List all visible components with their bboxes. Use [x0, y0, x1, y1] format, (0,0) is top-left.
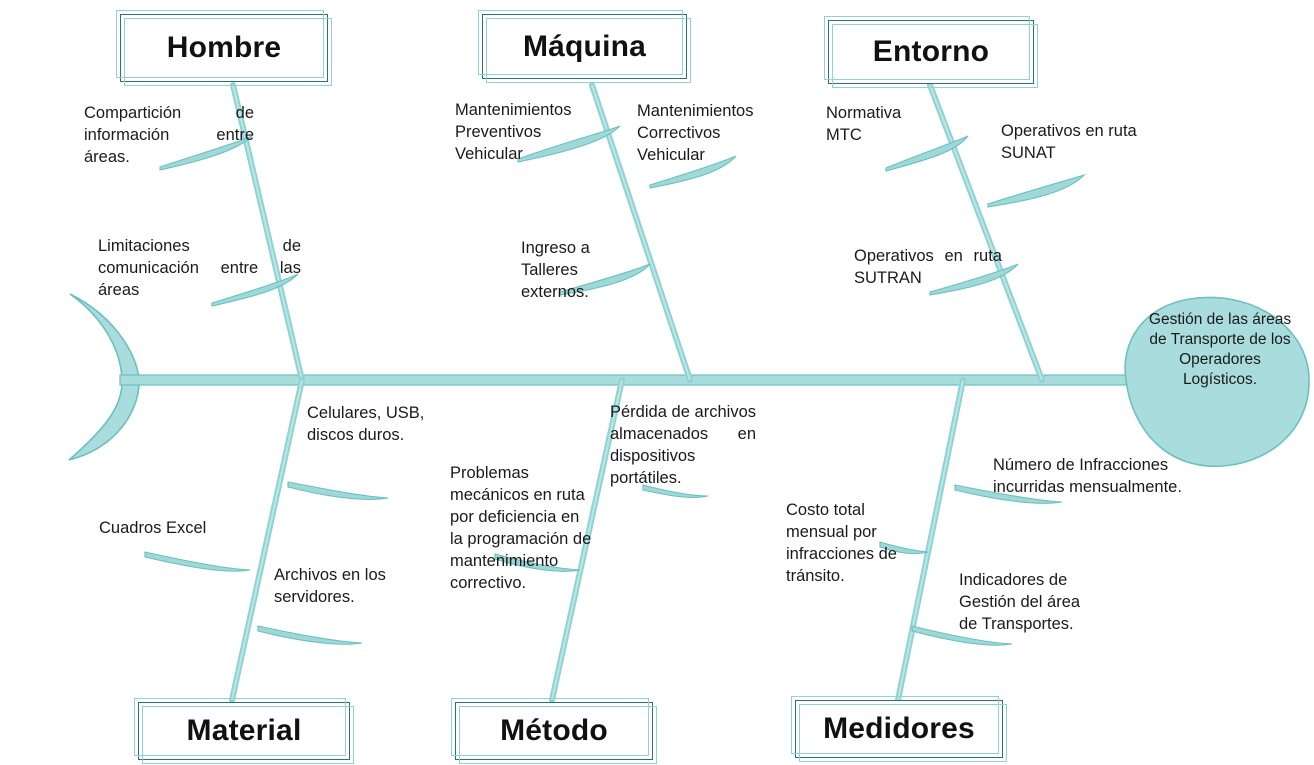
sub-bone-entorno-1 — [885, 135, 969, 172]
sub-bone-entorno-2 — [987, 173, 1086, 208]
sub-bone-medidores-1 — [954, 484, 1063, 504]
cause-label-entorno-3: Operativos en ruta SUTRAN — [854, 247, 1002, 287]
category-label-medidores: Medidores — [823, 712, 975, 745]
main-bone-hombre-highlight — [231, 84, 304, 381]
cause-label-material-2: Cuadros Excel — [99, 519, 207, 537]
sub-bone-hombre-1 — [159, 135, 253, 171]
category-label-maquina: Máquina — [522, 29, 647, 63]
category-box-medidores[interactable]: Medidores — [791, 696, 1007, 762]
category-box-hombre[interactable]: Hombre — [116, 10, 332, 86]
sub-bone-material-1 — [287, 481, 389, 500]
cause-label-entorno-1: Normativa MTC — [826, 104, 902, 144]
main-bone-medidores-highlight — [896, 379, 965, 701]
category-box-entorno[interactable]: Entorno — [824, 16, 1038, 88]
sub-bone-maquina-2 — [649, 155, 737, 189]
main-bone-entorno-highlight — [928, 84, 1044, 381]
cause-label-metodo-2: Problemas mecánicos en ruta por deficien… — [450, 464, 592, 592]
main-bone-metodo-highlight — [550, 379, 624, 701]
cause-label-maquina-3: Ingreso a Talleres externos. — [521, 239, 590, 301]
category-label-entorno: Entorno — [872, 35, 990, 68]
cause-label-hombre-2: Limitaciones de comunicación entre las á… — [98, 237, 301, 299]
sub-bone-hombre-2 — [211, 273, 299, 307]
category-box-metodo[interactable]: Método — [451, 698, 657, 764]
sub-bone-maquina-3 — [559, 263, 651, 296]
sub-bone-material-3 — [257, 625, 363, 645]
sub-bone-material-2 — [144, 551, 251, 572]
category-label-material: Material — [186, 714, 302, 747]
spine — [119, 374, 1153, 386]
cause-label-medidores-3: Indicadores de Gestión del área de Trans… — [959, 571, 1081, 633]
category-label-metodo: Método — [500, 714, 608, 747]
effect-head-shape — [1124, 296, 1310, 467]
cause-label-hombre-1: Compartición de información entre áreas. — [84, 104, 254, 166]
cause-label-medidores-1: Número de Infracciones incurridas mensua… — [993, 456, 1182, 496]
cause-label-metodo-1: Pérdida de archivos almacenados en dispo… — [610, 403, 756, 487]
sub-bone-metodo-1 — [642, 484, 709, 498]
cause-label-material-1: Celulares, USB, discos duros. — [307, 404, 425, 444]
sub-bone-medidores-3 — [911, 625, 1013, 646]
category-label-hombre: Hombre — [166, 31, 282, 64]
cause-label-entorno-2: Operativos en ruta SUNAT — [1001, 122, 1137, 162]
category-box-material[interactable]: Material — [134, 698, 354, 764]
sub-bone-entorno-3 — [929, 263, 1019, 296]
main-bone-material-highlight — [230, 379, 304, 701]
effect-label: Gestión de las áreas de Transporte de lo… — [1148, 311, 1292, 389]
sub-bone-metodo-2 — [494, 553, 581, 572]
cause-label-maquina-2: Mantenimientos Correctivos Vehicular — [637, 102, 754, 164]
cause-label-medidores-2: Costo total mensual por infracciones de … — [786, 501, 897, 585]
tail-shape — [68, 293, 140, 461]
sub-bone-medidores-2 — [879, 541, 929, 555]
cause-label-material-3: Archivos en los servidores. — [274, 566, 386, 606]
category-box-maquina[interactable]: Máquina — [478, 10, 691, 83]
cause-label-maquina-1: Mantenimientos Preventivos Vehicular — [455, 101, 572, 163]
sub-bone-maquina-1 — [517, 125, 621, 163]
